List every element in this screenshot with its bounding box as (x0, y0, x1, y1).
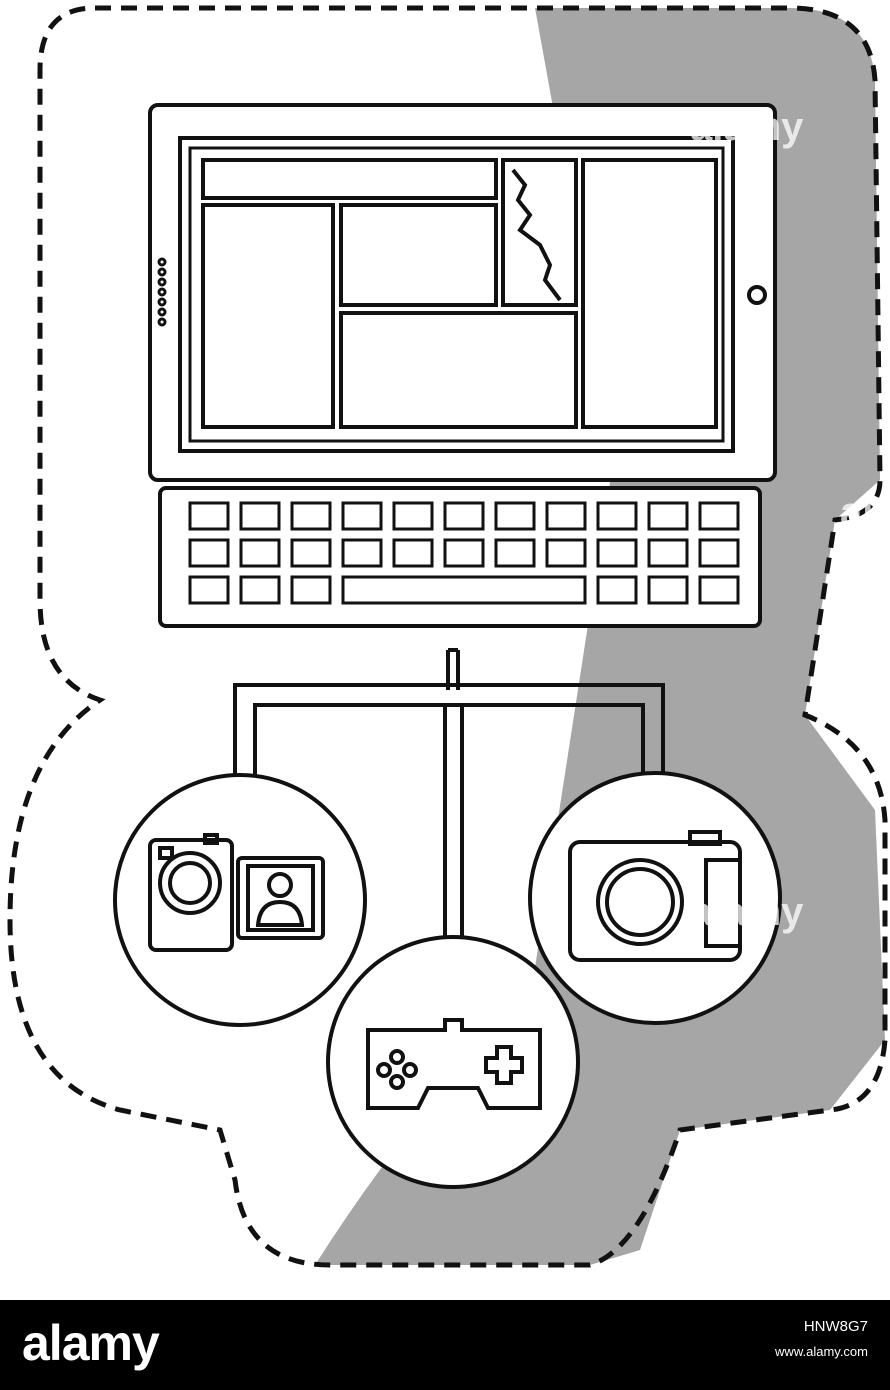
keyboard-key (392, 538, 434, 568)
dashed-sticker-outline (7, 5, 888, 1268)
keyboard-key (188, 538, 230, 568)
keyboard-key (596, 501, 638, 531)
keyboard-key (596, 538, 638, 568)
keyboard-key (188, 501, 230, 531)
photo-camera-icon (528, 771, 782, 1025)
keyboard-key (443, 538, 485, 568)
watermark-text: alamy (840, 490, 890, 534)
keyboard-key (698, 538, 740, 568)
sticker-illustration: alamy alamy alamy (7, 5, 890, 1268)
home-button (747, 285, 767, 305)
keyboard-key (341, 501, 383, 531)
keyboard-key (341, 538, 383, 568)
gamepad-icon (326, 935, 580, 1189)
connector-lines (233, 648, 665, 938)
cracked-glass (511, 168, 562, 302)
keyboard-key (647, 575, 689, 605)
watermark-text: alamy (690, 105, 804, 149)
brand-logo: alamy (22, 1315, 160, 1371)
speaker-dots (157, 257, 167, 327)
keyboard-key (494, 501, 536, 531)
keyboard-key (698, 501, 740, 531)
keyboard-key (647, 538, 689, 568)
keyboard-key (188, 575, 230, 605)
keyboard-key (647, 501, 689, 531)
keyboard-key (545, 501, 587, 531)
watermark-logos: alamy alamy alamy (690, 105, 890, 934)
keyboard-key (443, 501, 485, 531)
keyboard (188, 501, 740, 605)
footer-bar: alamy HNW8G7 www.alamy.com (0, 1300, 890, 1390)
keyboard-key (545, 538, 587, 568)
keyboard-key (239, 501, 281, 531)
keyboard-key (698, 575, 740, 605)
keyboard-key (596, 575, 638, 605)
keyboard-key (494, 538, 536, 568)
space-bar (341, 575, 587, 605)
image-id: HNW8G7 (803, 1318, 868, 1335)
keyboard-key (392, 501, 434, 531)
keyboard-key (290, 501, 332, 531)
video-camera-icon (113, 773, 367, 1027)
keyboard-key (239, 575, 281, 605)
site-url: www.alamy.com (775, 1344, 868, 1359)
watermark-text: alamy (690, 890, 804, 934)
keyboard-key (290, 538, 332, 568)
keyboard-key (290, 575, 332, 605)
laptop-icon (148, 103, 777, 628)
keyboard-key (239, 538, 281, 568)
